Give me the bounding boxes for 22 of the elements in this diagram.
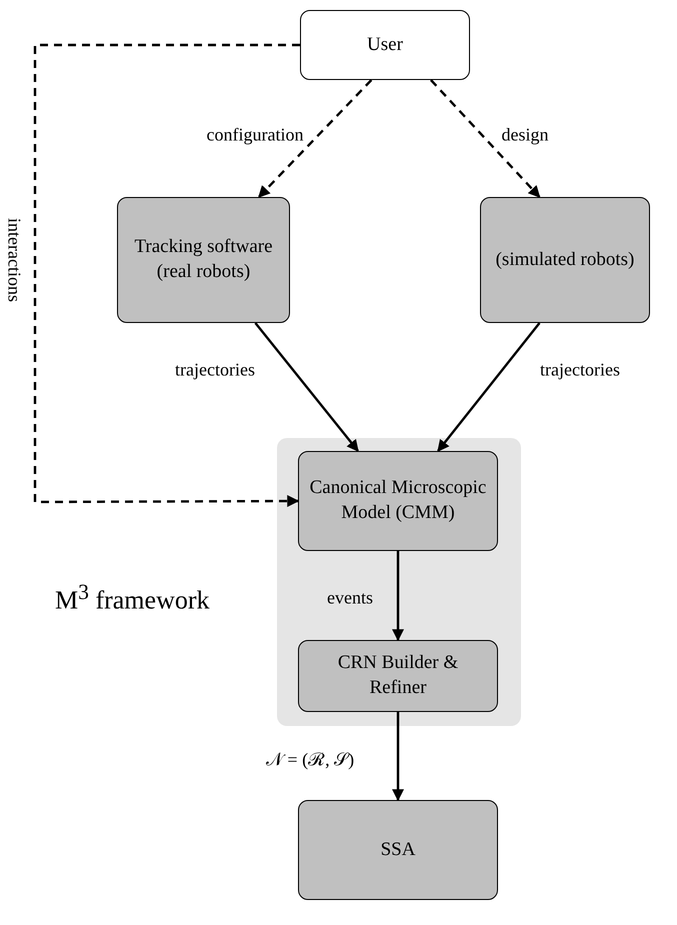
process-box	[298, 640, 498, 712]
process-box	[298, 451, 498, 551]
edge-label: 𝒩 = (ℛ, 𝒮)	[264, 750, 356, 770]
process-box	[117, 197, 290, 323]
edge-label: configuration	[204, 124, 306, 146]
box-label: SSA	[380, 838, 416, 862]
arrow	[430, 79, 540, 198]
arrow	[437, 322, 540, 452]
box-label: (simulated robots)	[496, 248, 634, 272]
arrow	[254, 322, 359, 452]
arrow	[34, 44, 300, 508]
box-label: CRN Builder & Refiner	[336, 651, 460, 700]
arrow	[258, 79, 372, 198]
process-box	[300, 10, 470, 80]
process-box	[298, 800, 498, 900]
box-label: User	[367, 32, 403, 57]
box-label: Tracking software (real robots)	[133, 235, 274, 284]
process-box	[480, 197, 650, 323]
arrow	[392, 712, 404, 802]
box-label: Canonical Microscopic Model (CMM)	[309, 476, 487, 525]
arrow	[392, 551, 404, 642]
framework-heading: M$^{3}$ framework	[55, 579, 210, 617]
